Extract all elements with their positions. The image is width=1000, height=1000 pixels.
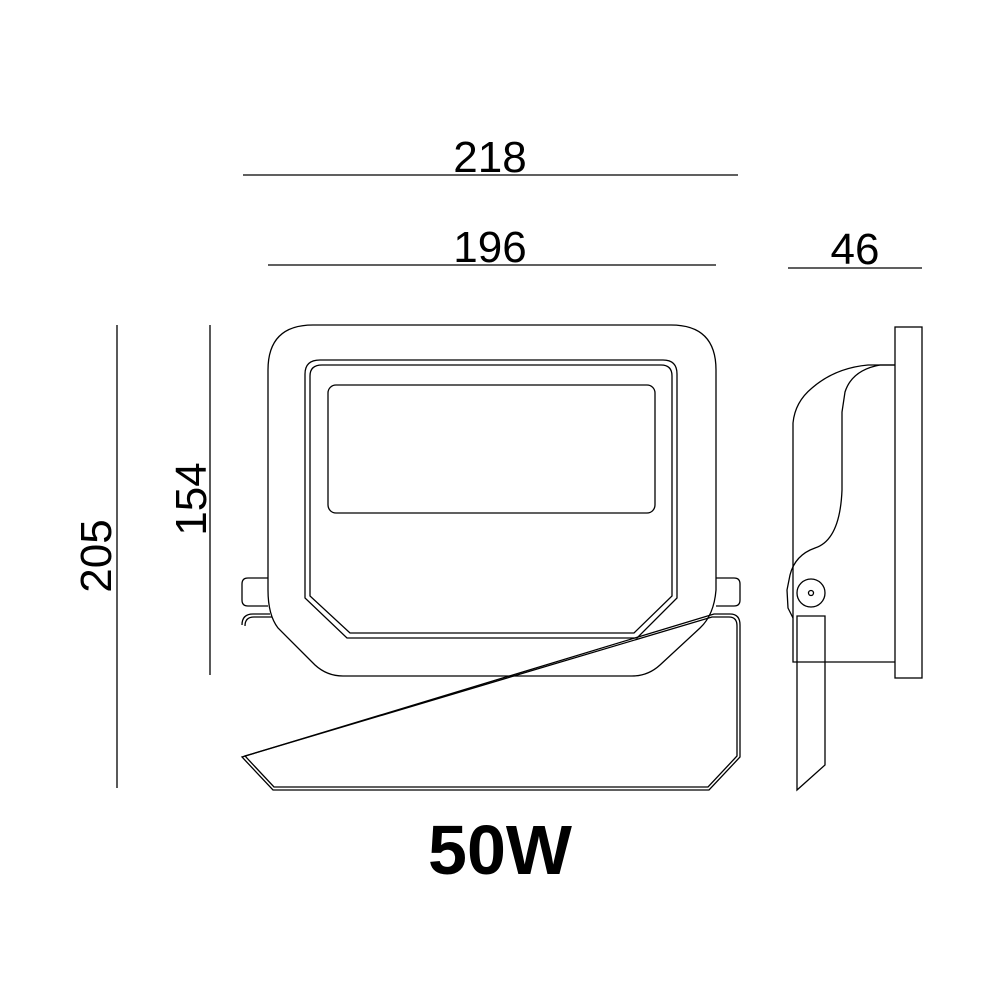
side-view <box>786 326 923 792</box>
dimension-label-46: 46 <box>831 225 880 274</box>
wattage-title: 50W <box>428 811 572 889</box>
dimension-depth: 46 <box>788 225 922 274</box>
side-arm <box>796 615 826 792</box>
pivot-circle <box>796 578 826 608</box>
inner-frame <box>304 359 678 639</box>
led-window <box>327 384 656 514</box>
dimension-label-218: 218 <box>453 133 526 182</box>
dimension-overall-height: 205 <box>72 325 121 788</box>
dimension-housing-height: 154 <box>167 325 216 675</box>
side-body <box>792 364 895 663</box>
side-plate <box>894 326 923 679</box>
mounting-bracket <box>240 613 741 791</box>
right-tab <box>716 577 741 607</box>
dimension-label-205: 205 <box>72 519 121 592</box>
dimension-label-196: 196 <box>453 223 526 272</box>
dimension-label-154: 154 <box>167 462 216 535</box>
left-tab <box>241 577 268 607</box>
front-view <box>240 324 741 791</box>
dimension-housing-width: 196 <box>268 223 716 272</box>
housing-outline <box>267 324 717 677</box>
dimension-overall-width: 218 <box>243 133 738 182</box>
